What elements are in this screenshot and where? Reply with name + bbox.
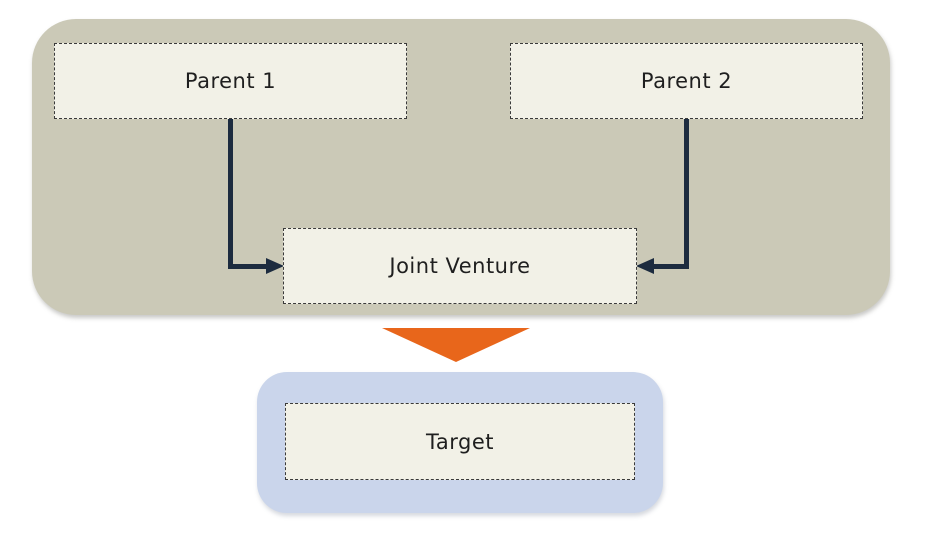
connector-parent1-arrowhead-icon: [266, 258, 284, 274]
node-parent1: Parent 1: [54, 43, 407, 119]
node-parent2: Parent 2: [510, 43, 863, 119]
connector-parent1-horizontal-line: [228, 264, 266, 269]
connector-parent2-horizontal-line: [654, 264, 689, 269]
connector-parent1-vertical-line: [228, 119, 233, 269]
node-parent2-label: Parent 2: [640, 69, 733, 93]
node-target: Target: [285, 403, 635, 480]
node-joint-venture-label: Joint Venture: [389, 254, 531, 278]
node-target-label: Target: [426, 429, 494, 454]
connector-parent2-vertical-line: [684, 119, 689, 269]
down-arrow-icon: [382, 328, 530, 362]
connector-parent2-arrowhead-icon: [636, 258, 654, 274]
node-joint-venture: Joint Venture: [283, 228, 637, 304]
node-parent1-label: Parent 1: [184, 69, 277, 93]
